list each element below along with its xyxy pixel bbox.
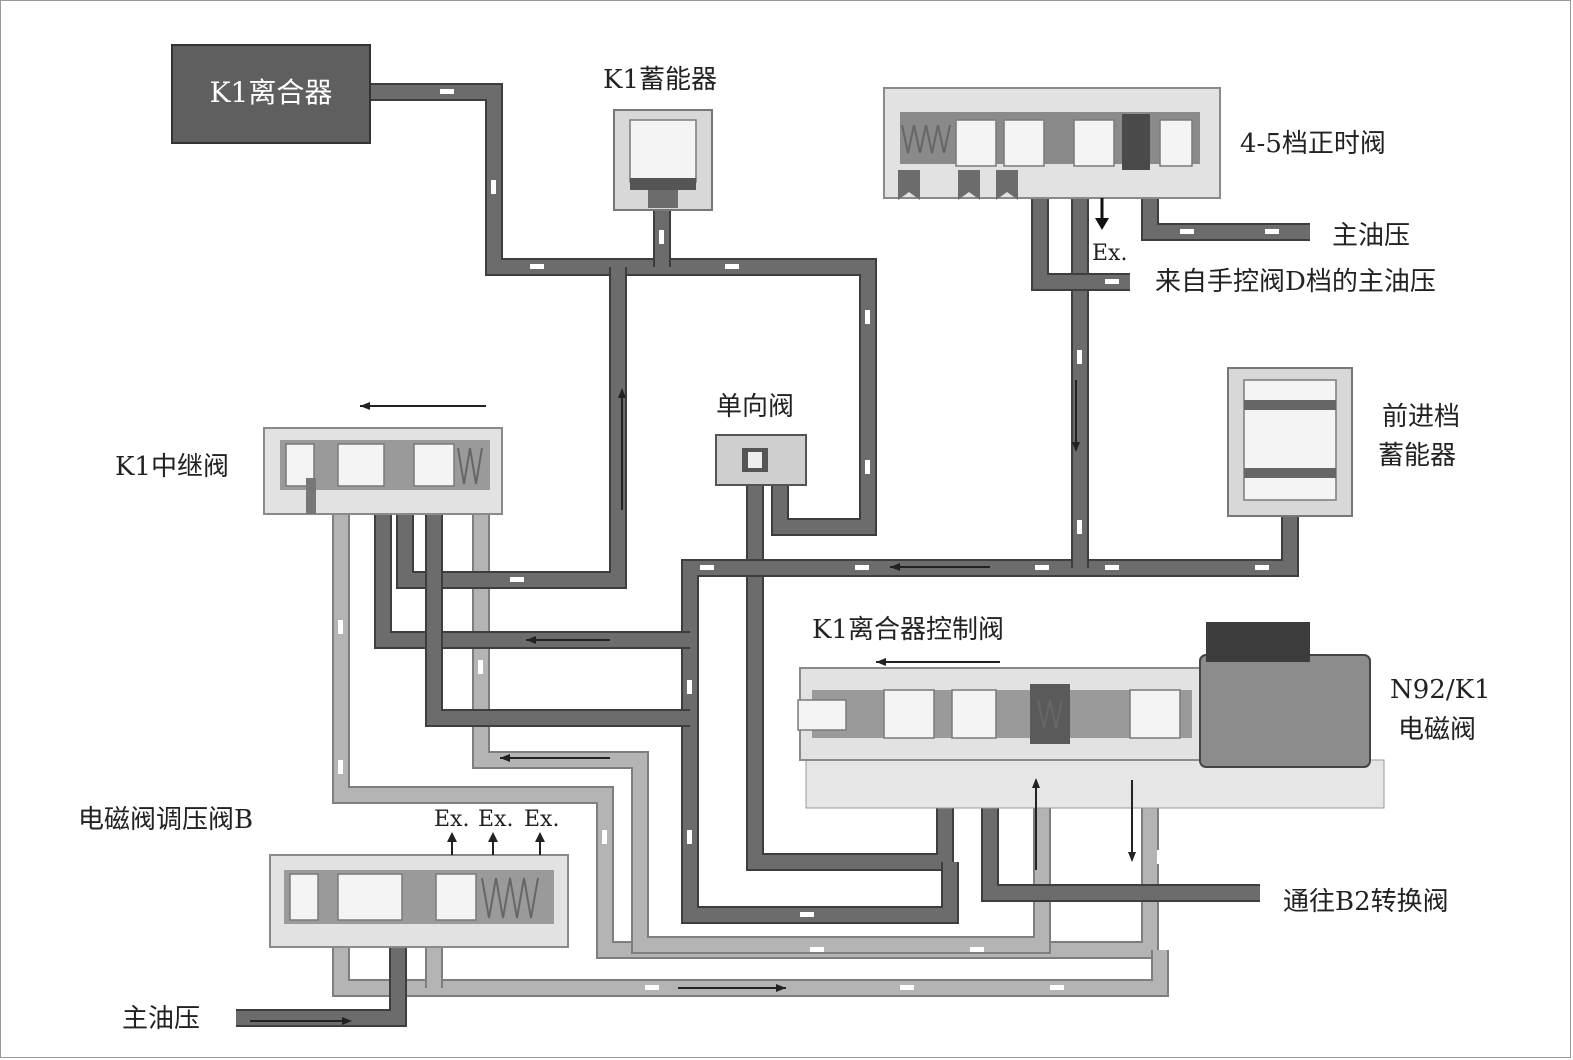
ex-arrows-regulator: Ex. Ex. Ex. [434, 807, 559, 855]
k1-accumulator: K1蓄能器 [603, 65, 717, 211]
solenoid-label-1: N92/K1 [1390, 675, 1491, 705]
to-b2-label: 通往B2转换阀 [1283, 887, 1449, 917]
ex-arrow-top: Ex. [1092, 198, 1127, 266]
k1-accumulator-label: K1蓄能器 [603, 65, 717, 95]
k1-control-valve: K1离合器控制阀 N92/K1 电磁阀 [797, 615, 1491, 809]
k1-clutch-label: K1离合器 [210, 76, 333, 109]
check-valve-label: 单向阀 [716, 392, 794, 422]
k1-relay-valve: K1中继阀 [115, 427, 503, 515]
k1-relay-valve-label: K1中继阀 [115, 452, 229, 482]
flow-direction-arrows [250, 380, 1136, 1025]
timing-valve-label: 4-5档正时阀 [1240, 129, 1386, 159]
flow-arrow-relay [360, 402, 486, 410]
manual-d-pressure-label: 来自手控阀D档的主油压 [1155, 267, 1436, 297]
regulator-valve-label: 电磁阀调压阀B [78, 805, 253, 835]
forward-accumulator: 前进档 蓄能器 [1227, 367, 1460, 517]
ex-label-1: Ex. [434, 807, 469, 832]
solenoid-label-2: 电磁阀 [1398, 715, 1476, 745]
ex-label-3: Ex. [524, 807, 559, 832]
ex-top-label: Ex. [1092, 241, 1127, 266]
forward-accumulator-label-2: 蓄能器 [1378, 441, 1456, 471]
main-pressure-top-label: 主油压 [1332, 221, 1410, 251]
ex-label-2: Ex. [478, 807, 513, 832]
forward-accumulator-label-1: 前进档 [1382, 402, 1460, 432]
check-valve: 单向阀 [715, 392, 807, 486]
main-pressure-bottom-label: 主油压 [122, 1004, 200, 1034]
timing-valve-4-5: 4-5档正时阀 [883, 87, 1386, 200]
flow-ticks [338, 89, 1279, 990]
k1-control-valve-label: K1离合器控制阀 [812, 615, 1004, 645]
flow-arrow-control [876, 658, 1000, 666]
k1-clutch: K1离合器 [171, 44, 371, 144]
regulator-valve-b: 电磁阀调压阀B [78, 805, 569, 948]
